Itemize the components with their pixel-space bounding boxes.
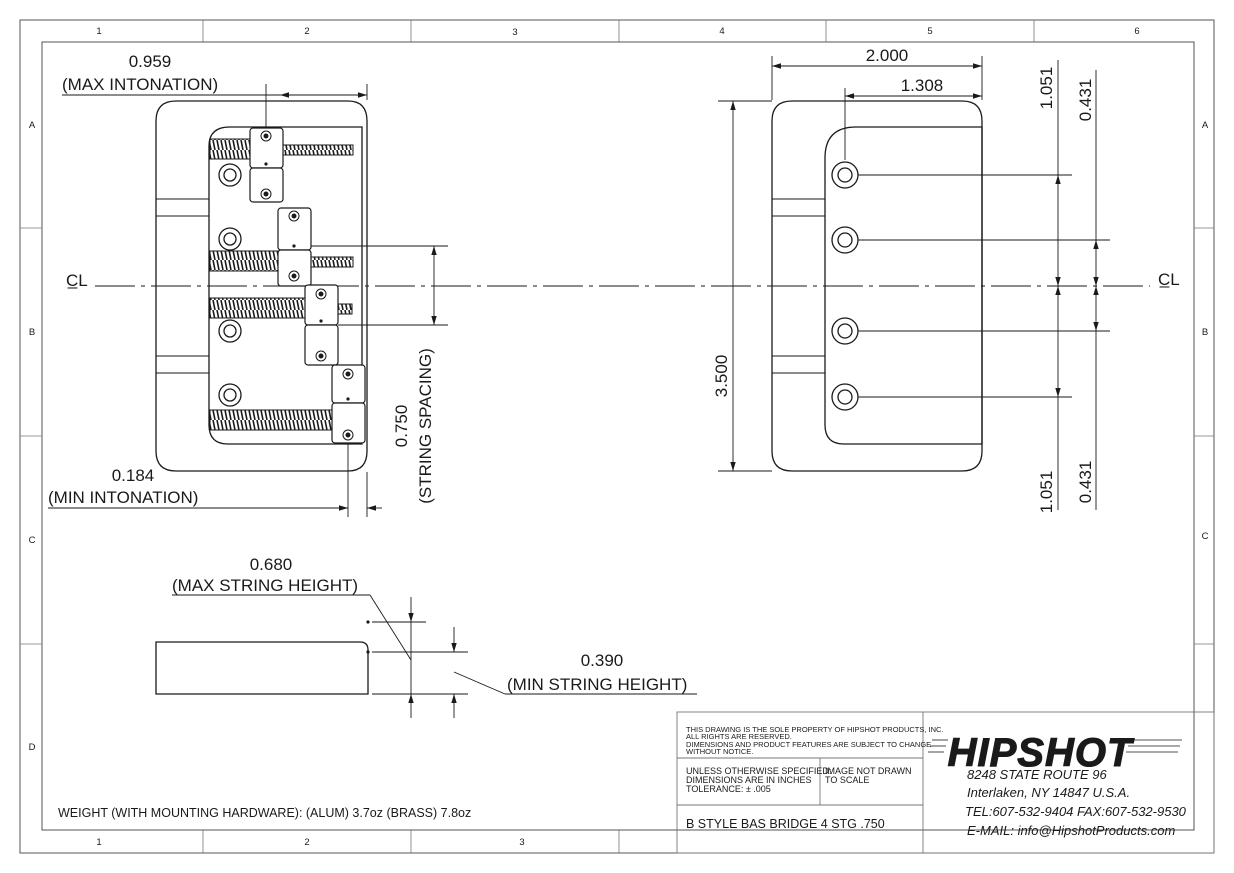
- zone-label: D: [29, 742, 36, 753]
- max-intonation-label: (MAX INTONATION): [62, 75, 218, 94]
- phone-line: TEL:607-532-9404 FAX:607-532-9530: [965, 804, 1187, 819]
- email-line: E-MAIL: info@HipshotProducts.com: [967, 823, 1175, 838]
- height-dimensions: [172, 594, 697, 718]
- outer-to-center-top-value: 1.051: [1037, 67, 1056, 110]
- zone-label: C: [29, 535, 36, 546]
- saddles: [249, 127, 366, 444]
- centerline-symbol-left: C̲L: [66, 271, 88, 290]
- mount-slot-ledges: [156, 198, 209, 374]
- min-intonation-value: 0.184: [112, 466, 155, 485]
- property-notice: THIS DRAWING IS THE SOLE PROPERTY OF HIP…: [686, 725, 944, 756]
- string-spacing-value: 0.750: [392, 405, 411, 448]
- spec-line: UNLESS OTHERWISE SPECIFIED:: [686, 766, 831, 776]
- zone-label: 3: [519, 837, 524, 848]
- max-string-height-label: (MAX STRING HEIGHT): [172, 576, 358, 595]
- zone-label: 3: [512, 27, 517, 38]
- length-total-value: 3.500: [712, 355, 731, 398]
- left-view-dimensions: [48, 84, 448, 517]
- zone-dividers: [20, 20, 1214, 853]
- scale-line: TO SCALE: [825, 775, 869, 785]
- sheet-border: [19, 19, 1215, 854]
- bridge-pocket: [208, 126, 363, 445]
- string-contact-points: [264, 162, 350, 401]
- company-address: 8248 STATE ROUTE 96 Interlaken, NY 14847…: [965, 767, 1187, 838]
- min-string-height-label: (MIN STRING HEIGHT): [507, 675, 687, 694]
- inner-to-center-bottom-value: 0.431: [1076, 461, 1095, 504]
- logo-text: HIPSHOT: [948, 731, 1135, 775]
- max-string-height-value: 0.680: [250, 555, 293, 574]
- spec-notes: UNLESS OTHERWISE SPECIFIED: DIMENSIONS A…: [686, 766, 831, 794]
- notice-line: DIMENSIONS AND PRODUCT FEATURES ARE SUBJ…: [686, 740, 931, 749]
- zone-label: 6: [1134, 26, 1139, 37]
- string-spacing-label: (STRING SPACING): [416, 348, 435, 504]
- part-title: B STYLE BAS BRIDGE 4 STG .750: [686, 817, 885, 831]
- scale-line: IMAGE NOT DRAWN: [825, 766, 912, 776]
- saddle-height-screws: [260, 130, 354, 441]
- zone-labels-top: 1 2 3 4 5 6: [96, 26, 1139, 38]
- right-view-dimensions: [718, 56, 1110, 510]
- zone-label: 1: [96, 26, 101, 37]
- max-intonation-value: 0.959: [129, 52, 172, 71]
- width-total-value: 2.000: [866, 46, 909, 65]
- outer-to-center-bottom-value: 1.051: [1037, 471, 1056, 514]
- side-profile: [155, 641, 369, 695]
- inner-to-center-top-value: 0.431: [1076, 79, 1095, 122]
- address-line: 8248 STATE ROUTE 96: [967, 767, 1107, 782]
- zone-label: C: [1202, 531, 1209, 542]
- bridge-side-view: [155, 620, 370, 695]
- address-line: Interlaken, NY 14847 U.S.A.: [967, 785, 1130, 800]
- zone-label: B: [1202, 327, 1208, 338]
- hole-offset-value: 1.308: [901, 76, 944, 95]
- weight-note: WEIGHT (WITH MOUNTING HARDWARE): (ALUM) …: [58, 806, 471, 820]
- notice-line: THIS DRAWING IS THE SOLE PROPERTY OF HIP…: [686, 725, 944, 734]
- zone-labels-left: A B C D: [29, 120, 36, 753]
- min-string-height-value: 0.390: [581, 651, 624, 670]
- zone-label: 2: [304, 26, 309, 37]
- spec-line: DIMENSIONS ARE IN INCHES: [686, 775, 812, 785]
- zone-label: 4: [719, 26, 724, 37]
- notice-line: ALL RIGHTS ARE RESERVED.: [686, 732, 792, 741]
- bridge-outline-bottom: [771, 100, 983, 472]
- mounting-holes: [218, 163, 242, 407]
- hipshot-logo: HIPSHOT: [928, 730, 1182, 776]
- zone-label: 5: [927, 26, 932, 37]
- zone-labels-right: A B C: [1202, 120, 1209, 542]
- bridge-top-view: [155, 100, 368, 472]
- bridge-recess: [824, 126, 983, 445]
- zone-label: 1: [96, 837, 101, 848]
- scale-note: IMAGE NOT DRAWN TO SCALE: [825, 766, 912, 785]
- zone-label: B: [29, 327, 35, 338]
- title-block: [676, 711, 1215, 854]
- zone-labels-bottom: 1 2 3: [96, 837, 524, 848]
- centerline-symbol-right: C̲L: [1158, 270, 1180, 289]
- mount-slot-ledges-bottom: [772, 198, 825, 374]
- zone-label: 2: [304, 837, 309, 848]
- intonation-springs: [209, 138, 333, 431]
- min-intonation-label: (MIN INTONATION): [48, 488, 198, 507]
- zone-label: A: [1202, 120, 1209, 131]
- zone-label: A: [29, 120, 36, 131]
- notice-line: WITHOUT NOTICE.: [686, 747, 753, 756]
- spec-line: TOLERANCE: ± .005: [686, 784, 771, 794]
